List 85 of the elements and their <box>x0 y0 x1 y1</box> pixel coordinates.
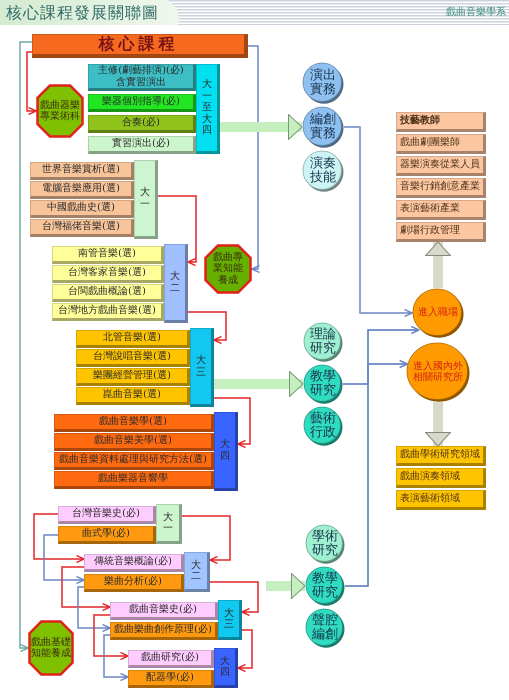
connector-arrow <box>237 629 253 672</box>
career-box: 劇場行政管理 <box>396 222 486 242</box>
course-box: 中國戲曲史(選) <box>30 200 134 218</box>
circle-node: 學術研究 <box>305 524 345 564</box>
course-box: 配器學(必) <box>128 670 214 688</box>
career-box: 器樂演奏從業人員 <box>396 156 486 176</box>
course-box: 南管音樂(選) <box>52 246 164 264</box>
course-box: 台灣說唱音樂(選) <box>76 349 190 367</box>
circle-node: 演出實務 <box>302 62 344 104</box>
connector-arrow <box>188 311 227 344</box>
course-box: 戲曲研究(必) <box>128 650 214 668</box>
course-box: 樂器個別指導(必) <box>88 94 196 112</box>
year-bar: 大四 <box>214 412 238 491</box>
course-box: 曲式學(必) <box>58 526 156 544</box>
course-box: 台灣福佬音樂(選) <box>30 219 134 237</box>
field-box: 戲曲學術研究領域 <box>396 446 486 466</box>
course-box: 戲曲樂器音響學 <box>54 471 214 489</box>
course-box: 傳統音樂概論(必) <box>84 554 184 572</box>
connector-arrow <box>19 41 32 652</box>
circle-node: 進入國內外相關研究所 <box>406 342 470 402</box>
connector-arrow <box>344 126 413 318</box>
course-box: 北管音樂(選) <box>76 330 190 348</box>
block-arrow <box>425 402 451 446</box>
course-box: 戲曲音樂史(必) <box>110 602 218 620</box>
connector-arrow <box>182 515 231 564</box>
course-box: 樂曲分析(必) <box>84 574 184 592</box>
course-box: 台灣音樂史(必) <box>58 506 156 524</box>
course-box: 實習演出(必) <box>88 136 196 154</box>
career-box: 表演藝術產業 <box>396 200 486 220</box>
course-box: 戲曲樂曲創作原理(必) <box>110 622 218 640</box>
circle-node: 進入職場 <box>412 288 464 338</box>
block-arrow <box>266 573 306 599</box>
circle-node: 編創實務 <box>302 106 344 148</box>
circle-node: 教學研究 <box>305 566 345 606</box>
course-box: 戲曲音樂美學(選) <box>54 433 214 451</box>
year-bar: 大一 <box>156 504 182 544</box>
octagon-node: 戲曲基礎知能養成 <box>28 620 74 676</box>
connector-arrow <box>33 513 85 564</box>
year-bar: 大二 <box>184 552 210 592</box>
course-box: 世界音樂賞析(選) <box>30 162 134 180</box>
year-bar: 大一至大四 <box>196 64 220 154</box>
course-box: 台灣地方戲曲音樂(選) <box>52 303 164 321</box>
block-arrow <box>214 371 304 397</box>
connector-arrow <box>214 397 251 448</box>
field-box: 表演藝術領域 <box>396 490 486 510</box>
connector-arrow <box>248 45 260 274</box>
circle-node: 聲腔編創 <box>305 608 345 648</box>
connector-arrow <box>26 51 37 116</box>
department-label: 戲曲音樂學系 <box>446 6 506 19</box>
year-bar: 大三 <box>218 600 242 640</box>
connector-arrow <box>103 634 129 682</box>
field-box: 戲曲演奏領域 <box>396 468 486 488</box>
course-box: 戲曲音樂資料處理與研究方法(選) <box>54 452 214 470</box>
block-arrow <box>425 242 451 288</box>
core-course-banner: 核心課程 <box>32 34 248 58</box>
connector-arrow <box>43 534 85 584</box>
circle-node: 藝術行政 <box>303 406 343 446</box>
connector-arrow <box>210 581 259 616</box>
connector-arrow <box>61 566 111 612</box>
course-box: 樂團經營管理(選) <box>76 368 190 386</box>
circle-node: 理論研究 <box>303 322 343 362</box>
year-bar: 大四 <box>214 648 238 688</box>
octagon-node: 戲曲器樂專業術科 <box>36 84 84 138</box>
circle-node: 教學研究 <box>303 364 343 404</box>
course-box: 電腦音樂應用(選) <box>30 181 134 199</box>
connector-arrow <box>158 195 197 266</box>
course-box: 台閩戲曲概論(選) <box>52 284 164 302</box>
course-box: 戲曲音樂學(選) <box>54 414 214 432</box>
year-bar: 大三 <box>190 328 214 407</box>
block-arrow <box>220 114 302 140</box>
year-bar: 大二 <box>164 244 188 323</box>
career-box: 技藝教師 <box>396 112 486 132</box>
diagram-title: 核心課程發展關聯圖 <box>6 3 159 24</box>
course-box: 合奏(必) <box>88 115 196 133</box>
connector-arrow <box>77 586 111 632</box>
octagon-node: 戲曲專業知能養成 <box>204 244 252 294</box>
course-box: 崑曲音樂(選) <box>76 387 190 405</box>
circle-node: 演奏技能 <box>302 150 344 192</box>
career-box: 音樂行銷創意產業 <box>396 178 486 198</box>
course-box: 台灣客家音樂(選) <box>52 265 164 283</box>
year-bar: 大一 <box>134 160 158 239</box>
career-box: 戲曲劇團樂師 <box>396 134 486 154</box>
connector-arrow <box>93 614 129 660</box>
course-box: 主修(劇藝排演)(必)含實習演出 <box>88 64 196 91</box>
connector-arrow <box>345 360 408 587</box>
